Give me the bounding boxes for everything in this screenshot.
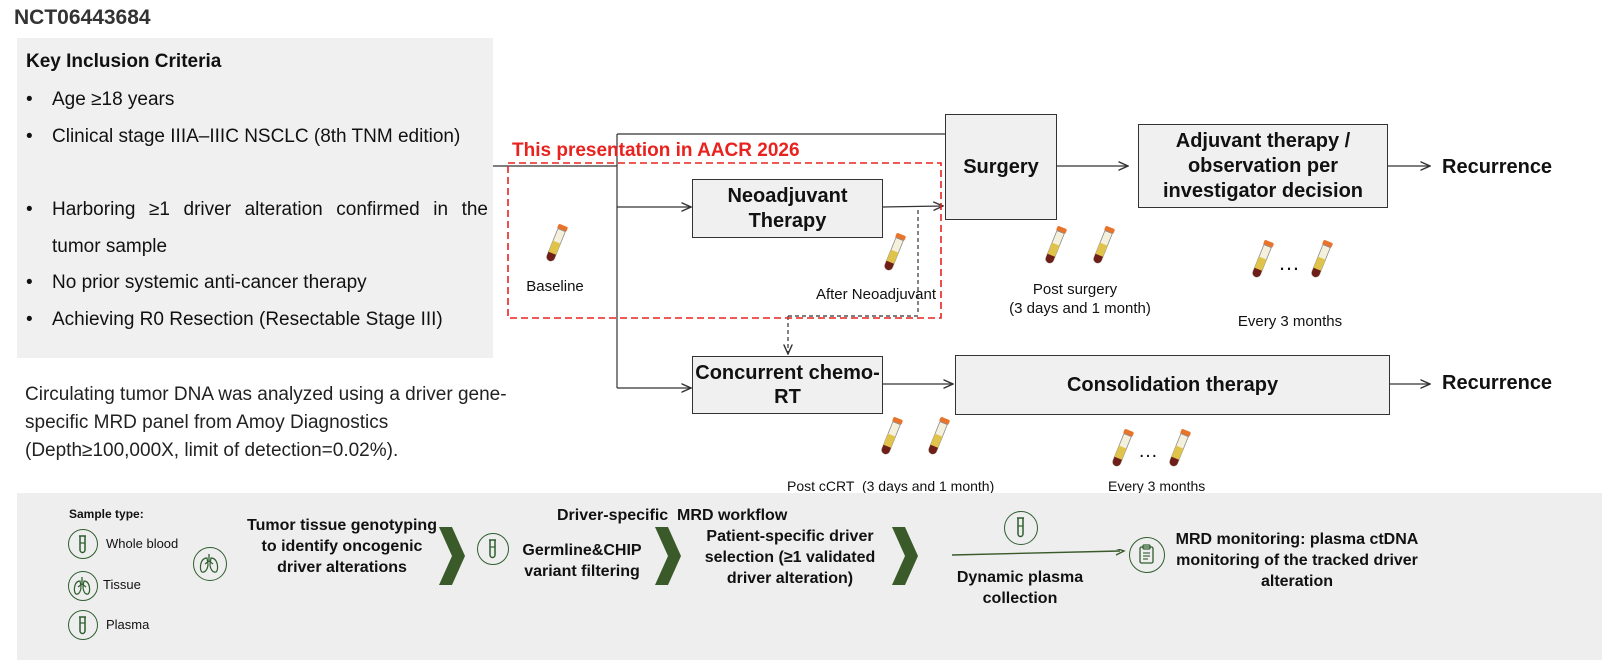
workflow-title: Driver-specific MRD workflow: [557, 507, 788, 524]
plasma-tube-icon: [68, 610, 98, 640]
chevron-right-icon: [655, 527, 681, 585]
clipboard-icon: [1129, 537, 1165, 573]
bullet: •: [26, 272, 33, 293]
post-ccrt-label: Post cCRT (3 days and 1 month): [787, 478, 995, 494]
post-surgery-tube-icon: [1091, 225, 1116, 266]
step-germline-chip-filtering: Germline&CHIP variant filtering: [522, 542, 642, 580]
bullet: •: [26, 199, 33, 220]
criteria-item: • Clinical stage IIIA–IIIC NSCLC (8th TN…: [26, 118, 488, 155]
concurrent-chemo-rt-box: Concurrent chemo-RT: [692, 356, 883, 414]
ellipsis-top: …: [1278, 250, 1300, 275]
adjuvant-box: Adjuvant therapy / observation per inves…: [1138, 124, 1388, 208]
recurrence-label-top: Recurrence: [1442, 156, 1553, 178]
bullet: •: [26, 89, 33, 110]
neoadjuvant-box: Neoadjuvant Therapy: [692, 179, 883, 238]
inclusion-criteria-box: Key Inclusion Criteria • Age ≥18 years •…: [17, 38, 493, 358]
baseline-label: Baseline: [526, 278, 584, 295]
tissue-lungs-icon: [68, 571, 98, 601]
every-3-months-tube-icon: [1250, 239, 1275, 280]
chevron-right-icon: [439, 527, 465, 585]
whole-blood-tube-icon: [68, 529, 98, 559]
every-3-months-tube-icon: [1167, 428, 1192, 469]
post-ccrt-tube-icon: [879, 416, 904, 457]
post-ccrt-tube-icon: [926, 416, 951, 457]
sample-whole-blood: Whole blood: [106, 536, 179, 551]
criteria-item: • No prior systemic anti-cancer therapy: [26, 264, 488, 301]
every-3-months-tube-icon: [1110, 428, 1135, 469]
criteria-item: • Achieving R0 Resection (Resectable Sta…: [26, 301, 488, 338]
step-plasma-tube-icon: [477, 533, 509, 565]
consolidation-box: Consolidation therapy: [955, 355, 1390, 415]
every-3-months-tube-icon: [1309, 239, 1334, 280]
after-neoadjuvant-tube-icon: [882, 232, 907, 273]
criteria-title: Key Inclusion Criteria: [26, 51, 222, 72]
post-surgery-tube-icon: [1043, 225, 1068, 266]
every-3-months-label-bottom: Every 3 months: [1108, 478, 1206, 494]
step-driver-selection: Patient-specific driver selection (≥1 va…: [704, 528, 876, 587]
criteria-item: • Age ≥18 years: [26, 81, 488, 118]
ctdna-method-note: Circulating tumor DNA was analyzed using…: [25, 384, 507, 461]
recurrence-label-bottom: Recurrence: [1442, 372, 1553, 394]
chevron-right-icon: [892, 527, 918, 585]
every-3-months-label-top: Every 3 months: [1237, 313, 1343, 330]
arrow-to-monitoring: [952, 549, 1126, 556]
sample-type-label: Sample type:: [69, 507, 144, 521]
mrd-workflow-panel: Sample type: Whole blood Tissue Plasma D…: [17, 493, 1602, 660]
surgery-box: Surgery: [945, 114, 1057, 220]
post-surgery-times-label: (3 days and 1 month): [1009, 300, 1151, 317]
bullet: •: [26, 126, 33, 147]
step-mrd-monitoring: MRD monitoring: plasma ctDNA monitoring …: [1175, 531, 1419, 590]
baseline-tube-icon: [544, 223, 569, 264]
highlight-frame: [507, 162, 942, 319]
arrow-neoadjuvant-to-surgery: [882, 206, 943, 207]
trial-id: NCT06443684: [14, 6, 151, 29]
after-neoadjuvant-label: After Neoadjuvant: [815, 286, 937, 303]
highlight-label: This presentation in AACR 2026: [512, 140, 800, 161]
post-surgery-label: Post surgery: [1032, 281, 1118, 298]
step-tumor-genotyping: Tumor tissue genotyping to identify onco…: [247, 517, 437, 576]
sample-plasma: Plasma: [106, 617, 150, 632]
step-dynamic-plasma-collection: Dynamic plasma collection: [956, 569, 1084, 607]
criteria-item: • Harboring ≥1 driver alteration confirm…: [26, 191, 488, 265]
sample-tissue: Tissue: [103, 577, 141, 592]
step-plasma-collection-icon: [1004, 511, 1038, 545]
ellipsis-bottom: …: [1138, 440, 1158, 462]
step-tissue-lungs-icon: [193, 547, 227, 581]
bullet: •: [26, 309, 33, 330]
